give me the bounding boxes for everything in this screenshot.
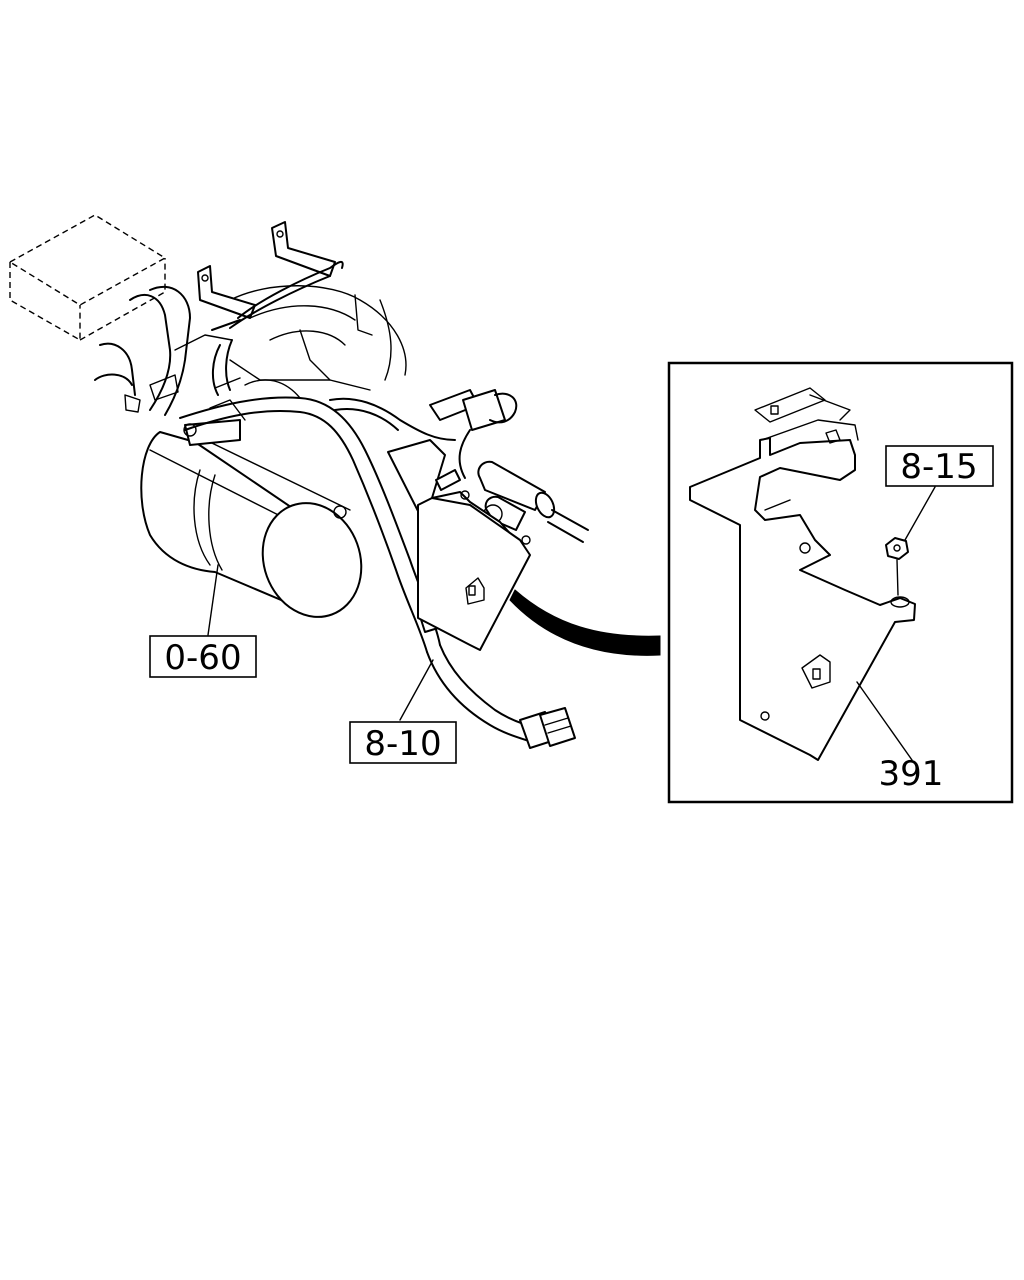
- leader-starter: [207, 564, 219, 636]
- leader-harness: [399, 659, 434, 721]
- callout-harness-text: 8-10: [364, 724, 441, 764]
- bracket-main-view: [417, 469, 531, 651]
- callout-nut: 8-15: [885, 445, 994, 487]
- callout-starter-text: 0-60: [164, 638, 241, 678]
- callout-nut-text: 8-15: [900, 447, 977, 487]
- inset-detail: [667, 361, 1014, 804]
- callout-bracket-text: 391: [879, 754, 944, 794]
- callout-harness: 8-10: [349, 721, 457, 764]
- detail-arrow: [509, 589, 661, 656]
- callout-starter: 0-60: [149, 635, 257, 678]
- engine-block: [8, 214, 407, 416]
